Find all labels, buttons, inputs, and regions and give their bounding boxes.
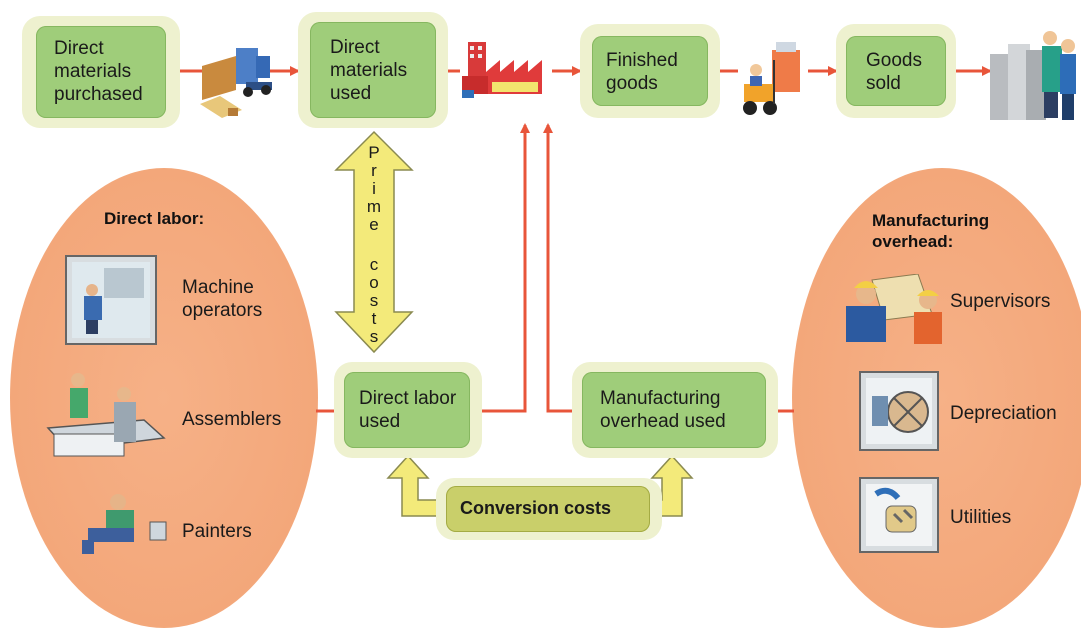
prime-costs-letter: s	[369, 291, 379, 310]
painter-icon	[82, 494, 167, 554]
finished-goods-box	[592, 36, 708, 106]
direct-labor-used-label: Direct labor used	[359, 388, 457, 432]
prime-costs-letter: P	[368, 143, 380, 162]
prime-costs-letter: s	[369, 327, 379, 346]
prime-costs-letter: o	[369, 273, 379, 292]
utilities-icon	[859, 477, 939, 553]
overhead-used-box	[582, 372, 766, 448]
direct-materials-used-label: Direct materials used	[330, 37, 408, 104]
prime-costs-letter: e	[369, 215, 379, 234]
prime-costs-arrow	[334, 130, 414, 354]
depreciation-icon	[859, 371, 939, 451]
depreciation-label: Depreciation	[950, 403, 1057, 424]
prime-costs-letter: i	[372, 179, 376, 198]
arrow-overhead-to-factory	[543, 123, 576, 413]
conversion-arrow-left	[386, 454, 441, 517]
truck-icon	[200, 48, 272, 118]
conversion-costs-box	[446, 486, 650, 532]
prime-costs-letter: t	[371, 309, 377, 328]
prime-costs-letter: m	[366, 197, 382, 216]
machine-operators-label: Machine operators	[182, 277, 263, 321]
customers-icon	[990, 31, 1076, 120]
conversion-costs-label: Conversion costs	[460, 498, 612, 518]
painters-label: Painters	[182, 521, 252, 542]
goods-sold-box	[846, 36, 946, 106]
direct-materials-purchased-label: Direct materials purchased	[54, 38, 143, 105]
goods-sold-label: Goods sold	[866, 50, 922, 94]
direct-materials-used-box	[310, 22, 436, 118]
overhead-used-label: Manufacturing overhead used	[600, 388, 726, 432]
factory-icon	[462, 42, 542, 98]
direct-materials-purchased-box	[36, 26, 166, 118]
arrow-labor-to-factory	[480, 123, 530, 413]
direct-labor-oval	[10, 168, 318, 628]
utilities-label: Utilities	[950, 507, 1012, 528]
forklift-icon	[743, 42, 800, 115]
direct-labor-title: Direct labor:	[104, 209, 205, 228]
prime-costs-letter: c	[369, 255, 379, 274]
supervisors-label: Supervisors	[950, 291, 1051, 312]
assembler-icon	[46, 373, 166, 457]
overhead-title: Manufacturing overhead:	[872, 211, 990, 251]
prime-costs-letter: r	[371, 161, 377, 180]
finished-goods-label: Finished goods	[606, 50, 678, 94]
machine-operator-icon	[65, 255, 157, 345]
supervisor-icon	[846, 274, 942, 344]
direct-labor-used-box	[344, 372, 470, 448]
assemblers-label: Assemblers	[182, 409, 282, 430]
